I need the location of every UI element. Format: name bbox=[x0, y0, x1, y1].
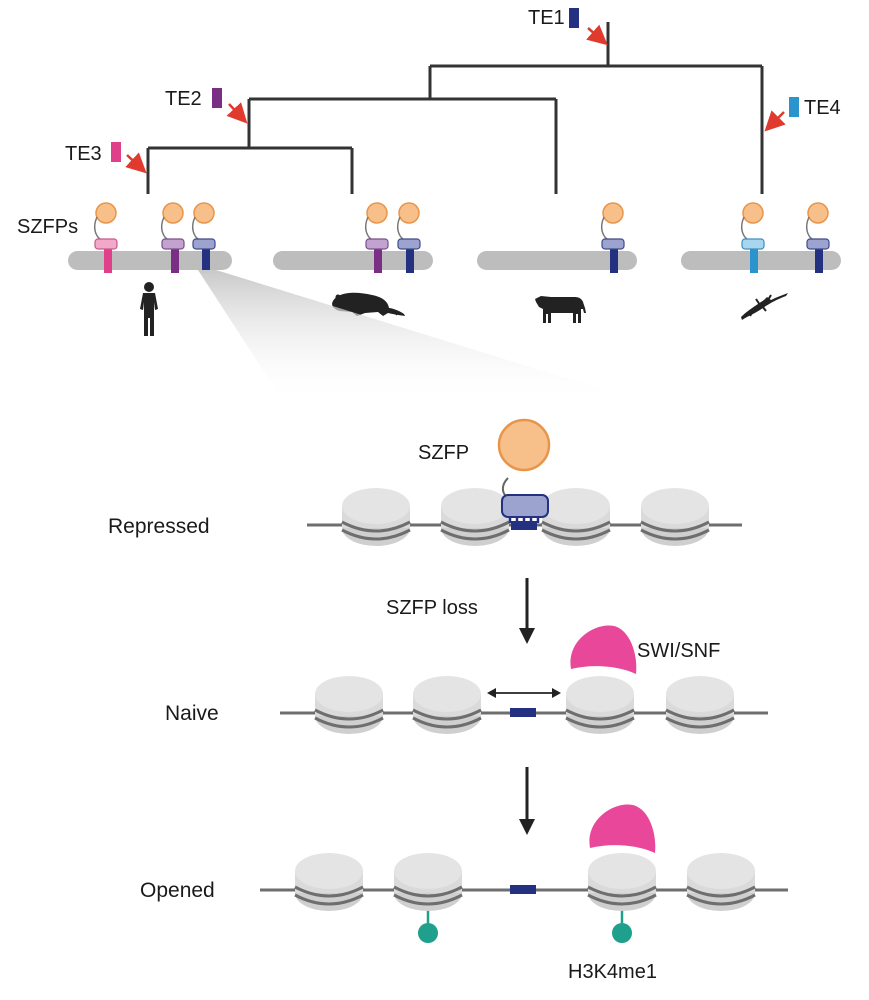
nucleosome bbox=[314, 676, 384, 734]
lizard-icon bbox=[741, 293, 788, 320]
te4-label: TE4 bbox=[804, 97, 841, 119]
te3-arrow-icon bbox=[125, 152, 147, 174]
te3-marker: TE3 bbox=[65, 142, 147, 174]
nucleosome bbox=[587, 853, 657, 911]
state-naive-label: Naive bbox=[165, 702, 219, 725]
szfp-bound bbox=[497, 418, 551, 530]
te1-label: TE1 bbox=[528, 7, 565, 29]
te2-label: TE2 bbox=[165, 88, 202, 110]
chromosome-cow bbox=[477, 248, 637, 273]
szfps-label: SZFPs bbox=[17, 216, 78, 238]
rat-icon bbox=[332, 292, 405, 316]
te-site bbox=[511, 521, 537, 530]
transition-arrow-1 bbox=[519, 578, 535, 644]
szfp-lizard-te1 bbox=[805, 202, 830, 250]
nucleosome bbox=[565, 676, 635, 734]
zoom-cone bbox=[198, 270, 650, 404]
te1-swatch bbox=[569, 8, 579, 28]
nucleosome-row-naive bbox=[314, 676, 735, 734]
nucleosome bbox=[294, 853, 364, 911]
nucleosome bbox=[341, 488, 411, 546]
nucleosome bbox=[393, 853, 463, 911]
te2-arrow-icon bbox=[226, 102, 248, 124]
chromosome-human bbox=[68, 248, 232, 273]
state-repressed-label: Repressed bbox=[108, 515, 210, 538]
nucleosome bbox=[541, 488, 611, 546]
human-icon bbox=[140, 282, 158, 336]
te4-arrow-icon bbox=[764, 110, 786, 132]
szfp-label: SZFP bbox=[418, 442, 469, 464]
szfp-rat-te1 bbox=[396, 202, 421, 250]
te3-swatch bbox=[111, 142, 121, 162]
nucleosome-row-opened bbox=[294, 853, 756, 911]
te2-marker: TE2 bbox=[165, 88, 248, 124]
swisnf-complex bbox=[589, 804, 656, 853]
h3k4me1-mark bbox=[612, 911, 632, 943]
nucleosome bbox=[440, 488, 510, 546]
te-site bbox=[510, 885, 536, 894]
swisnf-label: SWI/SNF bbox=[637, 640, 720, 662]
nucleosome bbox=[686, 853, 756, 911]
double-arrow-icon bbox=[487, 688, 561, 698]
szfp-cow-te1 bbox=[600, 202, 625, 250]
cow-icon bbox=[535, 296, 586, 323]
nucleosome bbox=[665, 676, 735, 734]
te4-marker: TE4 bbox=[764, 97, 841, 132]
te2-swatch bbox=[212, 88, 222, 108]
phylogenetic-tree bbox=[146, 22, 764, 194]
te1-marker: TE1 bbox=[528, 7, 608, 46]
te1-arrow-icon bbox=[586, 24, 608, 46]
te-site bbox=[510, 708, 536, 717]
h3k4me1-mark bbox=[418, 911, 438, 943]
swisnf-complex bbox=[570, 625, 637, 674]
te3-label: TE3 bbox=[65, 143, 102, 165]
nucleosome-row-repressed bbox=[341, 488, 710, 546]
szfp-human-te1 bbox=[191, 202, 216, 250]
szfp-loss-label: SZFP loss bbox=[386, 597, 478, 619]
chromosome-rat bbox=[273, 248, 433, 273]
szfp-human-te3 bbox=[93, 202, 118, 250]
nucleosome bbox=[640, 488, 710, 546]
h3k4me1-label: H3K4me1 bbox=[568, 961, 657, 983]
szfp-human-te2 bbox=[160, 202, 185, 250]
chromosome-lizard bbox=[681, 248, 841, 273]
state-opened-label: Opened bbox=[140, 879, 215, 902]
szfp-rat-te2 bbox=[364, 202, 389, 250]
szfp-lizard-te4 bbox=[740, 202, 765, 250]
transition-arrow-2 bbox=[519, 767, 535, 835]
te4-swatch bbox=[789, 97, 799, 117]
nucleosome bbox=[412, 676, 482, 734]
